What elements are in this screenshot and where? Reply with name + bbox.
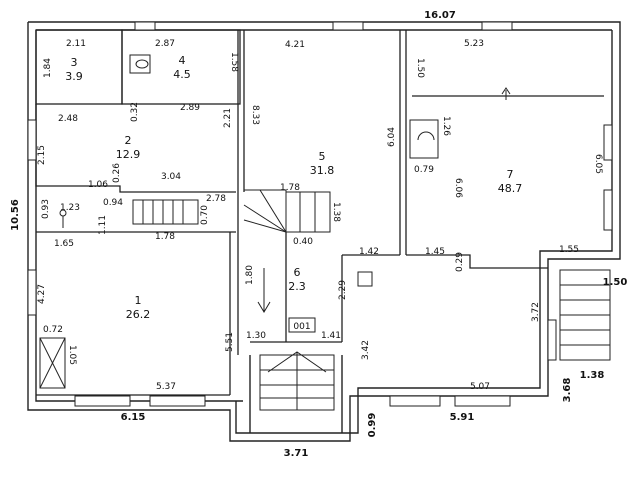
dim-label: 1.11	[98, 215, 108, 235]
dim-label: 0.70	[200, 205, 210, 225]
dim-stair-width: 1.38	[580, 370, 605, 381]
room-tag: 001	[293, 322, 310, 332]
dim-label: 3.42	[361, 340, 371, 360]
room-6-number: 6	[294, 266, 301, 279]
dim-overall-width: 16.07	[424, 10, 456, 21]
fixtures	[39, 54, 439, 389]
dim-label: 2.87	[155, 39, 175, 49]
dim-overall-height: 10.56	[10, 199, 21, 231]
dim-label: 1.84	[43, 58, 53, 78]
room-2-number: 2	[125, 134, 132, 147]
room-3-area: 3.9	[65, 70, 83, 83]
dim-label: 1.80	[245, 265, 255, 285]
room-5-number: 5	[319, 150, 326, 163]
dim-label: 1.42	[359, 247, 379, 257]
interior-dimensions: 2.11 1.84 2.87 1.58 0.32 2.89 2.48 2.15 …	[37, 39, 603, 392]
dim-label: 2.89	[180, 103, 200, 113]
dim-label: 1.23	[60, 203, 80, 213]
room-5-area: 31.8	[310, 164, 335, 177]
dim-label: 1.58	[229, 52, 239, 72]
dim-label: 0.72	[43, 325, 63, 335]
room-2-area: 12.9	[116, 148, 141, 161]
dim-label: 5.23	[464, 39, 484, 49]
staircases	[132, 87, 611, 411]
dim-label: 0.26	[112, 163, 122, 183]
room-7-area: 48.7	[498, 182, 523, 195]
dim-label: 2.78	[206, 194, 226, 204]
dim-label: 2.29	[338, 280, 348, 300]
dim-label: 1.55	[559, 245, 579, 255]
dim-label: 5.37	[156, 382, 176, 392]
room-labels: 3 3.9 4 4.5 2 12.9 5 31.8 7 48.7 6 2.3 1…	[65, 54, 522, 332]
dim-label: 2.48	[58, 114, 78, 124]
windows	[27, 21, 613, 407]
dim-bottom-mid: 6.15	[121, 412, 146, 423]
dim-label: 6.04	[387, 127, 397, 147]
room-1-area: 26.2	[126, 308, 151, 321]
dim-label: 0.94	[103, 198, 123, 208]
dim-label: 1.38	[331, 202, 341, 222]
dim-label: 1.45	[425, 247, 445, 257]
interior-walls	[35, 29, 604, 396]
dim-label: 4.21	[285, 40, 305, 50]
room-1-number: 1	[135, 294, 142, 307]
dim-label: 1.05	[67, 345, 77, 365]
room-7-number: 7	[507, 168, 514, 181]
dim-label: 2.11	[66, 39, 86, 49]
dim-label: 1.50	[415, 58, 425, 78]
dim-right-width: 1.50	[603, 277, 628, 288]
dim-label: 5.07	[470, 382, 490, 392]
room-3-number: 3	[71, 56, 78, 69]
dim-label: 0.32	[130, 102, 140, 122]
dim-label: 1.78	[280, 183, 300, 193]
dim-label: 6.06	[453, 178, 463, 198]
dim-label: 0.40	[293, 237, 313, 247]
dim-label: 1.41	[321, 331, 341, 341]
room-6-area: 2.3	[288, 280, 306, 293]
overall-dimensions: 16.07 10.56 3.71 0.99 1.50 3.68 1.38 6.1…	[10, 10, 627, 459]
dim-label: 0.93	[41, 199, 51, 219]
dim-label: 1.78	[155, 232, 175, 242]
dim-label: 1.65	[54, 239, 74, 249]
dim-label: 1.26	[441, 116, 451, 136]
dim-label: 8.33	[250, 105, 260, 125]
dim-label: 3.72	[531, 302, 541, 322]
dim-porch-width: 3.71	[284, 448, 309, 459]
dim-label: 2.21	[223, 108, 233, 128]
dim-porch-depth: 0.99	[367, 413, 378, 438]
dim-label: 2.15	[37, 145, 47, 165]
dim-bottom-right: 5.91	[450, 412, 475, 423]
dim-label: 1.06	[88, 180, 108, 190]
dim-label: 4.27	[37, 284, 47, 304]
room-4-area: 4.5	[173, 68, 191, 81]
dim-right-depth: 3.68	[562, 378, 573, 403]
dim-label: 0.79	[414, 165, 434, 175]
dim-label: 1.30	[246, 331, 266, 341]
dim-label: 3.04	[161, 172, 181, 182]
room-4-number: 4	[179, 54, 186, 67]
dim-label: 5.51	[225, 332, 235, 352]
dim-label: 0.29	[455, 252, 465, 272]
dim-label: 6.05	[593, 154, 603, 174]
